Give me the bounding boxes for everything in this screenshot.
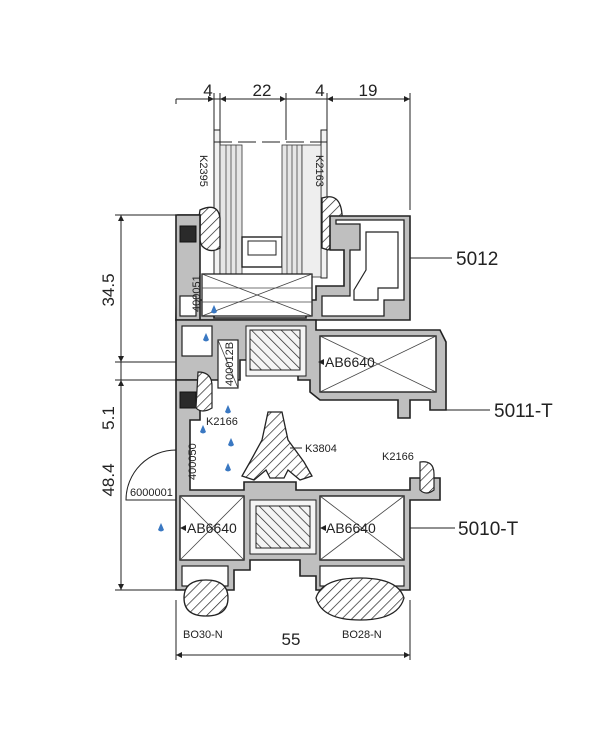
drain-arc — [125, 449, 177, 501]
gasket-right — [419, 461, 435, 494]
bottom-dimension: 55 — [175, 600, 411, 660]
label-sash-lower: 5011-T — [494, 401, 553, 422]
dim-bottom: 55 — [282, 630, 301, 649]
label-glazing-left: K2395 — [197, 155, 209, 187]
sash-upper-profile — [175, 214, 411, 321]
dim-top-1: 4 — [203, 81, 212, 100]
label-gasket-right: K2166 — [382, 451, 414, 463]
label-sash-upper: 5012 — [456, 249, 498, 270]
sash-lower-profile — [175, 319, 447, 419]
label-spacer-1: 400051 — [191, 275, 203, 312]
dim-top-3: 4 — [315, 81, 324, 100]
label-bottom-gasket-left: BO30-N — [183, 629, 223, 641]
glass-unit — [213, 129, 328, 279]
label-frame-spacer: 400050 — [187, 443, 199, 480]
glazing-gasket-left — [197, 206, 221, 252]
label-thermal-upper: AB6640 — [325, 354, 375, 370]
label-bottom-gasket-right: BO28-N — [342, 629, 382, 641]
label-center-gasket: K3804 — [305, 443, 337, 455]
dim-top-2: 22 — [253, 81, 272, 100]
dim-left-2: 5.1 — [99, 406, 118, 430]
center-gasket — [241, 411, 313, 481]
label-spacer-2: 400012B — [224, 342, 236, 386]
gasket-left — [195, 371, 213, 412]
label-gasket-left: K2166 — [206, 416, 238, 428]
label-thermal-lower-left: AB6640 — [187, 520, 237, 536]
dim-left-1: 34.5 — [99, 273, 118, 306]
label-glazing-right: K2163 — [313, 155, 325, 187]
leader-lines — [290, 257, 490, 529]
dim-left-3: 48.4 — [99, 463, 118, 496]
label-frame: 5010-T — [458, 519, 519, 540]
label-thermal-lower-right: AB6640 — [326, 520, 376, 536]
dim-top-4: 19 — [359, 81, 378, 100]
label-drain-part: 6000001 — [130, 487, 173, 499]
left-dimension-chain: 34.5 5.1 48.4 — [99, 214, 178, 591]
bottom-gasket-left — [183, 579, 229, 617]
bottom-gasket-right — [315, 577, 405, 621]
frame-profile — [175, 379, 441, 591]
water-drops — [158, 305, 234, 532]
